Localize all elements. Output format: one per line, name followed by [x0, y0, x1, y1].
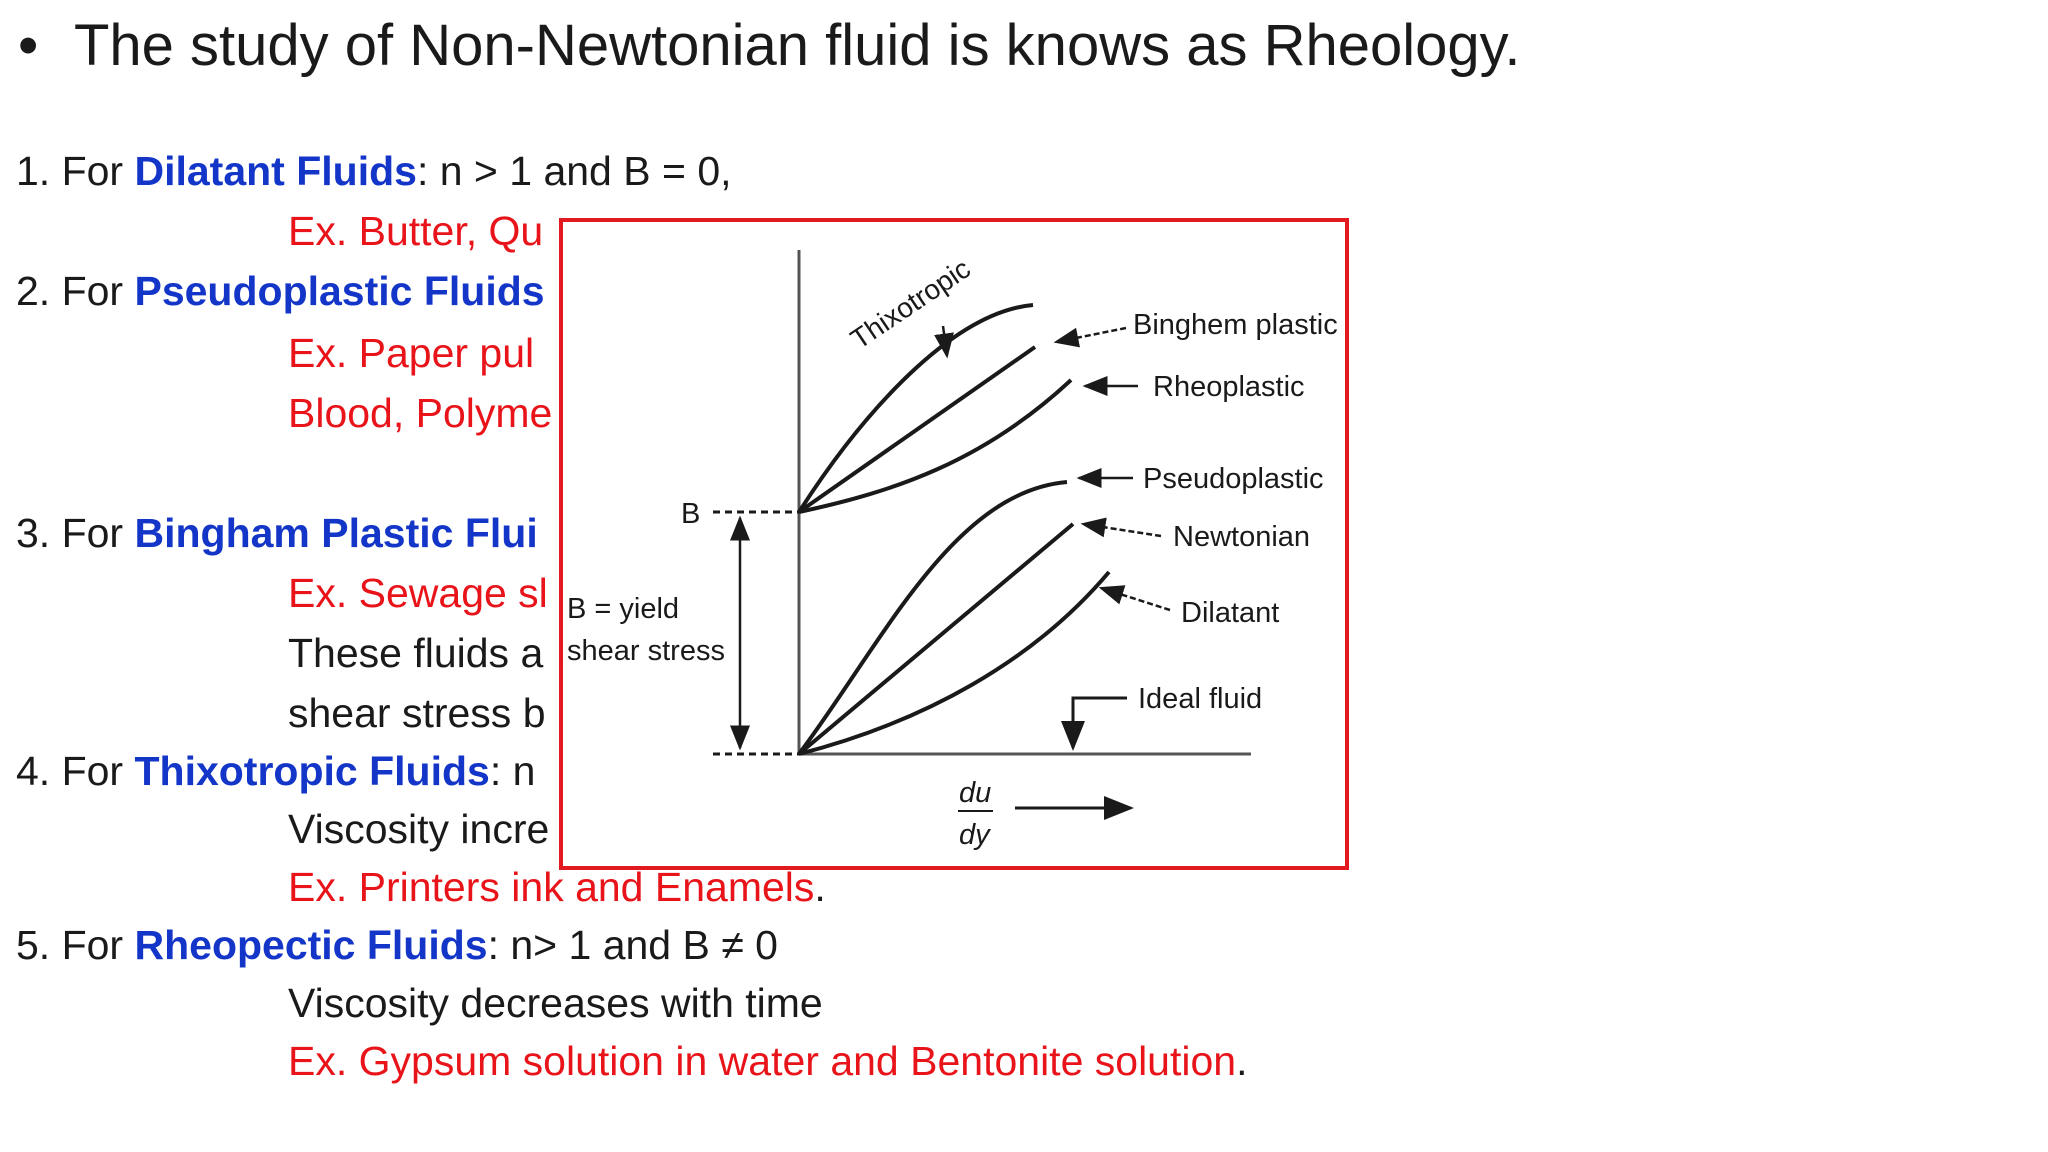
item-condition: : n > 1 and B = 0,: [416, 148, 732, 194]
item-number: 2. For: [16, 268, 135, 314]
item-name: Rheopectic Fluids: [134, 922, 488, 968]
item-thixotropic-example: Ex. Printers ink and Enamels: [288, 864, 815, 910]
newtonian-curve: [797, 522, 1075, 756]
slide-heading: • The study of Non-Newtonian fluid is kno…: [18, 8, 1520, 84]
item-condition: : n: [489, 748, 536, 794]
item-dilatant-example: Ex. Butter, Qu: [288, 208, 544, 254]
item-rheopectic-note: Viscosity decreases with time: [288, 980, 823, 1026]
x-label-du: du: [959, 777, 991, 809]
item-rheopectic: 5. For Rheopectic Fluids: n> 1 and B ≠ 0: [16, 920, 778, 970]
item-rheopectic-example: Ex. Gypsum solution in water and Bentoni…: [288, 1038, 1237, 1084]
item-pseudoplastic-example-1: Ex. Paper pul: [288, 330, 535, 376]
pseudoplastic-label: Pseudoplastic: [1143, 463, 1324, 495]
item-number: 4. For: [16, 748, 135, 794]
item-bingham-note-2: shear stress b: [288, 690, 546, 736]
newtonian-label: Newtonian: [1173, 521, 1310, 553]
x-label-dy: dy: [959, 819, 991, 851]
item-dilatant: 1. For Dilatant Fluids: n > 1 and B = 0,: [16, 146, 732, 196]
rheology-diagram: Thixotropic Binghem plastic Rheoplastic …: [559, 218, 1349, 870]
pseudoplastic-curve: [797, 480, 1068, 756]
period: .: [1236, 1038, 1248, 1084]
bingham-arrow: [1053, 326, 1127, 348]
yield-label-1: B = yield: [567, 593, 679, 625]
item-thixotropic-example-line: Ex. Printers ink and Enamels.: [288, 862, 826, 912]
yield-label-2: shear stress: [567, 635, 725, 667]
rheoplastic-label: Rheoplastic: [1153, 371, 1305, 403]
item-bingham-example: Ex. Sewage sl: [288, 570, 548, 616]
ideal-fluid-label: Ideal fluid: [1138, 683, 1262, 715]
b-label: B: [681, 498, 700, 530]
item-number: 3. For: [16, 510, 135, 556]
thixotropic-label: Thixotropic: [845, 253, 976, 355]
item-condition: : n> 1 and B ≠ 0: [487, 922, 778, 968]
item-number: 5. For: [16, 922, 135, 968]
thixotropic-arrow: [934, 325, 954, 359]
dilatant-arrow: [1098, 585, 1171, 612]
item-name: Pseudoplastic Fluids: [134, 268, 545, 314]
dilatant-label: Dilatant: [1181, 597, 1279, 629]
heading-text: The study of Non-Newtonian fluid is know…: [74, 13, 1521, 78]
newtonian-arrow: [1080, 517, 1162, 538]
item-thixotropic-note: Viscosity incre: [288, 806, 550, 852]
ideal-fluid-arrow: [1061, 696, 1127, 751]
item-name: Thixotropic Fluids: [134, 748, 490, 794]
bullet-dot: •: [18, 13, 39, 78]
item-name: Bingham Plastic Flui: [134, 510, 538, 556]
bingham-curve: [797, 345, 1037, 514]
bingham-label: Binghem plastic: [1133, 309, 1338, 341]
item-pseudoplastic: 2. For Pseudoplastic Fluids: [16, 266, 545, 316]
period: .: [814, 864, 826, 910]
item-number: 1. For: [16, 148, 135, 194]
item-bingham-note-1: These fluids a: [288, 630, 544, 676]
item-name: Dilatant Fluids: [134, 148, 417, 194]
item-pseudoplastic-example-2: Blood, Polyme: [288, 390, 553, 436]
rheology-diagram-svg: Thixotropic Binghem plastic Rheoplastic …: [567, 250, 1338, 851]
thixotropic-curve: [797, 303, 1034, 514]
rheoplastic-curve: [798, 378, 1073, 514]
item-bingham: 3. For Bingham Plastic Flui: [16, 508, 538, 558]
item-thixotropic: 4. For Thixotropic Fluids: n: [16, 746, 535, 796]
item-rheopectic-example-line: Ex. Gypsum solution in water and Bentoni…: [288, 1036, 1248, 1086]
dilatant-curve: [798, 570, 1111, 756]
